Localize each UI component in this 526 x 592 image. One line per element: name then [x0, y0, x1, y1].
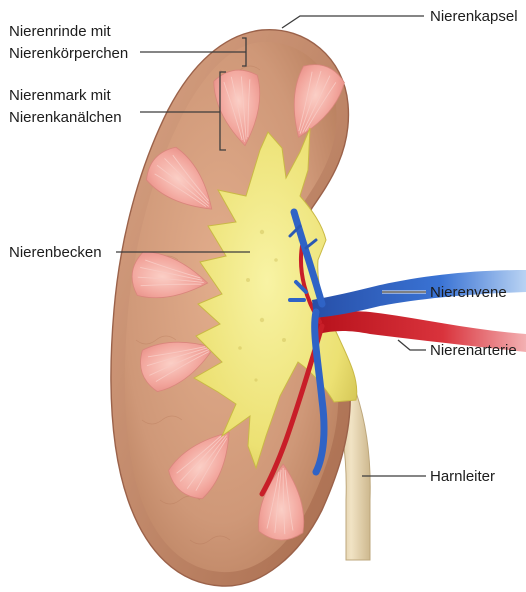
- label-nierenrinde-line2: Nierenkörperchen: [9, 45, 128, 62]
- label-harnleiter: Harnleiter: [430, 468, 495, 485]
- label-nierenarterie: Nierenarterie: [430, 342, 517, 359]
- label-nierenmark-line1: Nierenmark mit: [9, 87, 112, 104]
- label-nierenvene: Nierenvene: [430, 284, 507, 301]
- label-nierenmark-line2: Nierenkanälchen: [9, 109, 122, 126]
- label-nierenbecken: Nierenbecken: [9, 244, 102, 261]
- label-nierenrinde-line1: Nierenrinde mit: [9, 23, 112, 40]
- label-nierenkapsel: Nierenkapsel: [430, 8, 518, 25]
